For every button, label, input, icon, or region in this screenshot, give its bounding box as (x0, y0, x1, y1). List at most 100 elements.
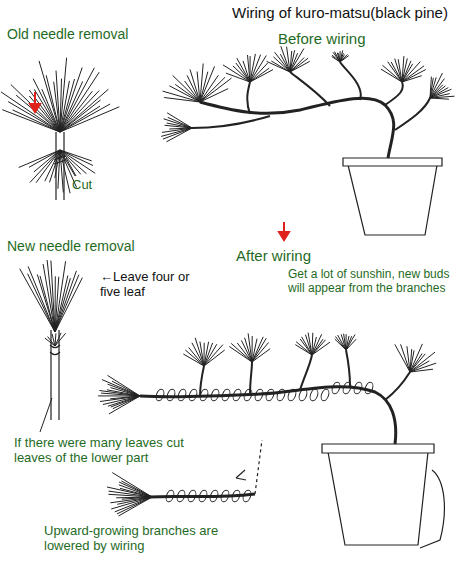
wire-coil (187, 489, 198, 503)
wire-coil (177, 388, 188, 402)
pine-needle (200, 89, 228, 102)
pine-needle (60, 89, 108, 132)
pine-needle (398, 59, 402, 82)
pine-needle (51, 261, 55, 333)
pine-needle (39, 61, 60, 132)
pine-needle (55, 271, 76, 332)
diagram-title: Wiring of kuro-matsu(black pine) (232, 4, 448, 21)
wire-coil (210, 388, 221, 402)
annotation-label: Old needle removal (7, 26, 128, 42)
leader-line (66, 158, 76, 176)
pine-needle (335, 52, 341, 62)
pine-needle (340, 56, 349, 62)
pine-needle (190, 70, 200, 103)
pine-needle (252, 349, 270, 362)
pine-needle (60, 104, 110, 132)
pine-needle (102, 380, 140, 396)
red-arrow-head (279, 232, 289, 240)
pine-needle (341, 334, 346, 350)
pine-needle (109, 396, 140, 414)
pine-needle (333, 52, 340, 62)
pot (348, 165, 437, 235)
pine-needle (402, 76, 422, 82)
pine-needle (290, 58, 308, 72)
wire-coil (176, 489, 187, 503)
pine-needle (245, 338, 252, 362)
pine-needle (312, 340, 326, 355)
pine-needle (395, 344, 410, 372)
wire-coil (221, 388, 232, 402)
pine-needle (281, 46, 290, 72)
pine-needle (200, 342, 204, 367)
wire-coil (342, 381, 353, 395)
wire-coil (265, 388, 276, 402)
annotation-label: Upward-growing branches are lowered by w… (44, 524, 234, 554)
annotation-label: After wiring (236, 247, 311, 264)
pine-needle (250, 63, 268, 82)
pine-needle (108, 375, 141, 396)
pine-needle (52, 334, 55, 346)
wire-coil (320, 388, 331, 402)
branch (192, 62, 430, 130)
cut-mark (54, 156, 66, 164)
pine-needle (55, 333, 66, 346)
wire-coil (309, 388, 320, 402)
pine-needle (248, 333, 252, 362)
pine-needle (204, 345, 223, 366)
wire-coil (231, 489, 242, 503)
pine-needle (168, 117, 192, 128)
wire-coil (155, 388, 166, 402)
wire-coil (199, 388, 210, 402)
pine-needle (161, 128, 192, 136)
pine-needle (100, 396, 140, 402)
pine-needle (344, 334, 346, 350)
pine-needle (60, 91, 92, 132)
wire-coil (331, 381, 342, 395)
pine-needle (60, 107, 119, 132)
bud-scales (50, 345, 60, 355)
hand-outline (420, 470, 444, 548)
pine-needle (287, 47, 290, 72)
pine-needle (60, 150, 75, 176)
leader-line (40, 398, 52, 432)
pot-rim (322, 444, 434, 453)
pine-needle (401, 344, 410, 372)
pine-needle (55, 275, 79, 332)
pine-needle (250, 70, 273, 82)
pine-needle (55, 278, 82, 332)
annotation-label: Before wiring (278, 30, 366, 47)
wire-coil (188, 388, 199, 402)
pine-needle (60, 100, 101, 132)
pine-needle (200, 78, 232, 102)
wire-coil (243, 388, 254, 402)
wire-coil (166, 388, 177, 402)
pine-needle (200, 77, 225, 102)
annotation-label: Cut (72, 178, 92, 193)
wire-coil (232, 388, 243, 402)
pine-needle (112, 473, 152, 497)
wire-coil (198, 489, 209, 503)
pine-needle (407, 346, 410, 372)
wire-coil (209, 489, 220, 503)
pine-needle (410, 363, 436, 372)
red-arrow-head (30, 104, 40, 112)
move-arrow (236, 470, 246, 480)
pine-needle (410, 369, 433, 372)
pine-needle (346, 339, 356, 350)
pine-needle (56, 71, 60, 132)
pine-needle (34, 89, 60, 132)
stem (56, 132, 64, 200)
wire-coil (165, 489, 176, 503)
wire-coil (298, 388, 309, 402)
pine-needle (19, 150, 60, 168)
annotation-label: New needle removal (7, 238, 135, 254)
branch (200, 350, 410, 400)
pine-needle (410, 344, 422, 372)
wire-coil (287, 388, 298, 402)
pine-needle (111, 497, 152, 509)
pine-needle (312, 342, 330, 355)
pine-needle (47, 260, 55, 332)
wire-coil (364, 381, 375, 395)
pine-needle (195, 338, 204, 366)
pine-needle (185, 81, 200, 102)
